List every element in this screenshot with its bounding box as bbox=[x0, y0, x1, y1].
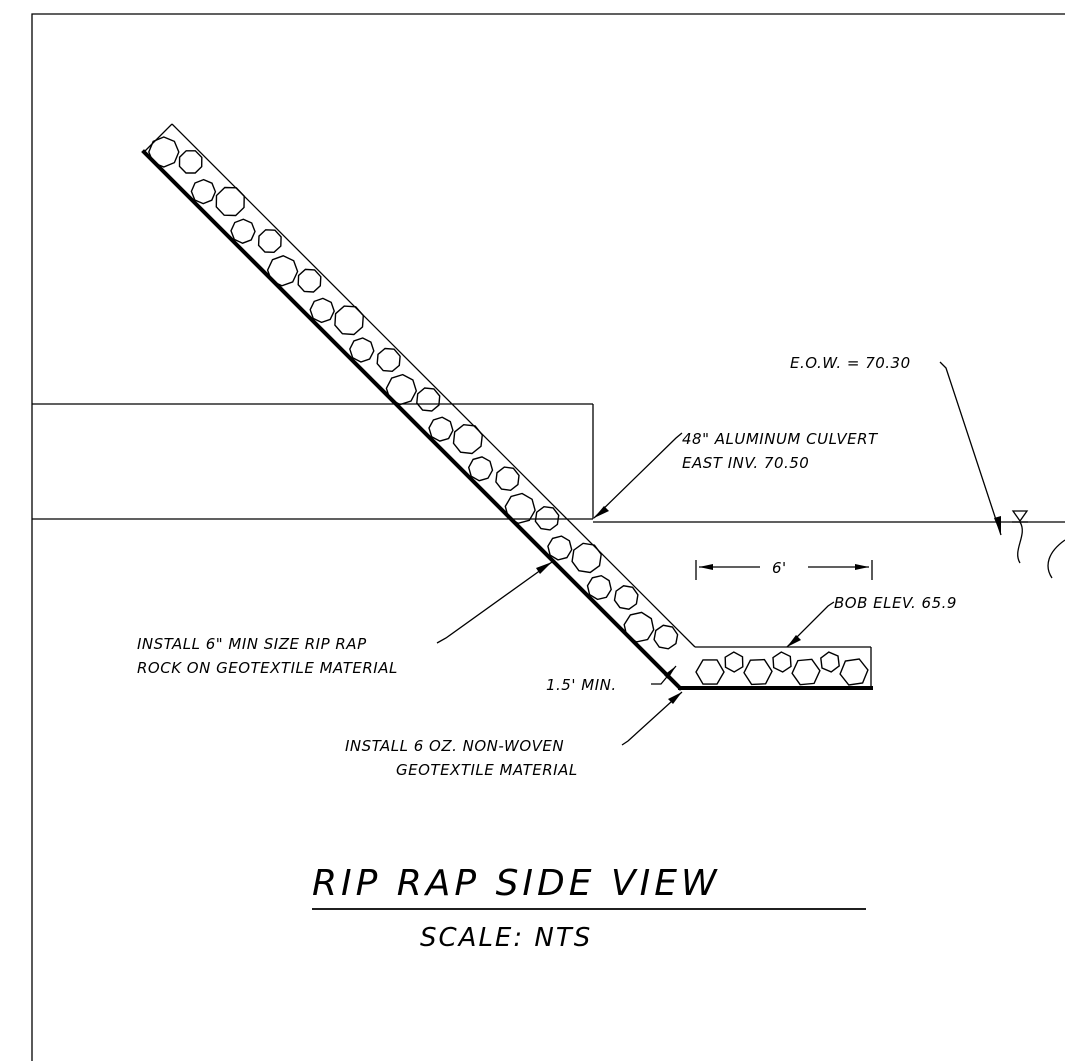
rock-outline bbox=[586, 574, 612, 601]
geotextile-note-line1: INSTALL 6 OZ. NON-WOVEN bbox=[345, 737, 564, 755]
drawing-title: RIP RAP SIDE VIEW bbox=[312, 863, 721, 904]
rock-outline bbox=[349, 337, 375, 363]
culvert-label-line1: 48" ALUMINUM CULVERT bbox=[682, 430, 879, 448]
rock-outline bbox=[613, 585, 639, 610]
rock-outline bbox=[467, 456, 494, 482]
rock-outline bbox=[376, 347, 401, 373]
rock-outline bbox=[534, 505, 560, 531]
rock-outline bbox=[772, 651, 792, 673]
rock-outline bbox=[190, 178, 217, 205]
slope-rocks bbox=[148, 136, 679, 650]
rock-outline bbox=[334, 305, 365, 336]
rock-outline bbox=[743, 658, 773, 686]
culvert-pipe bbox=[32, 403, 594, 520]
rip-rap-leader bbox=[436, 561, 553, 644]
eow-label: E.O.W. = 70.30 bbox=[790, 354, 911, 372]
rock-outline bbox=[428, 416, 454, 442]
rock-outline bbox=[416, 387, 441, 412]
rock-outline bbox=[571, 542, 602, 574]
rip-rap-bottom bbox=[678, 646, 873, 690]
sheet-border bbox=[31, 13, 1065, 1061]
rock-outline bbox=[148, 136, 180, 168]
rock-outline bbox=[178, 150, 203, 174]
rock-outline bbox=[623, 611, 655, 643]
rock-outline bbox=[695, 659, 725, 685]
bob-elevation-label: BOB ELEV. 65.9 bbox=[834, 594, 957, 612]
rock-outline bbox=[452, 423, 484, 455]
rock-outline bbox=[547, 535, 573, 561]
rock-outline bbox=[230, 218, 256, 244]
bob-leader bbox=[786, 601, 835, 648]
rip-rap-note-line2: ROCK ON GEOTEXTILE MATERIAL bbox=[137, 659, 398, 677]
water-level-symbol bbox=[1011, 510, 1065, 579]
rock-outline bbox=[215, 186, 245, 217]
rock-outline bbox=[266, 255, 299, 287]
rip-rap-note-line1: INSTALL 6" MIN SIZE RIP RAP bbox=[137, 635, 367, 653]
width-dimension bbox=[695, 560, 873, 580]
rock-outline bbox=[257, 229, 282, 254]
culvert-label-line2: EAST INV. 70.50 bbox=[682, 454, 809, 472]
rock-outline bbox=[504, 492, 536, 525]
width-dimension-label: 6' bbox=[772, 559, 787, 577]
rock-outline bbox=[653, 624, 679, 650]
rock-outline bbox=[385, 373, 418, 406]
rip-rap-slope bbox=[141, 123, 696, 691]
rock-outline bbox=[495, 466, 520, 492]
geotextile-note-line2: GEOTEXTILE MATERIAL bbox=[396, 761, 578, 779]
rock-outline bbox=[820, 651, 840, 673]
rock-outline bbox=[309, 297, 335, 324]
min-thickness-label: 1.5' MIN. bbox=[546, 676, 617, 694]
drawing-scale: SCALE: NTS bbox=[420, 923, 592, 953]
eow-leader bbox=[939, 361, 1002, 536]
culvert-leader bbox=[593, 432, 683, 519]
rock-outline bbox=[839, 658, 869, 686]
min-thickness-leader bbox=[651, 665, 677, 685]
rock-outline bbox=[724, 651, 744, 673]
bottom-rocks bbox=[695, 651, 869, 686]
rock-outline bbox=[791, 658, 821, 686]
geotextile-leader bbox=[621, 691, 683, 746]
rock-outline bbox=[297, 268, 322, 293]
